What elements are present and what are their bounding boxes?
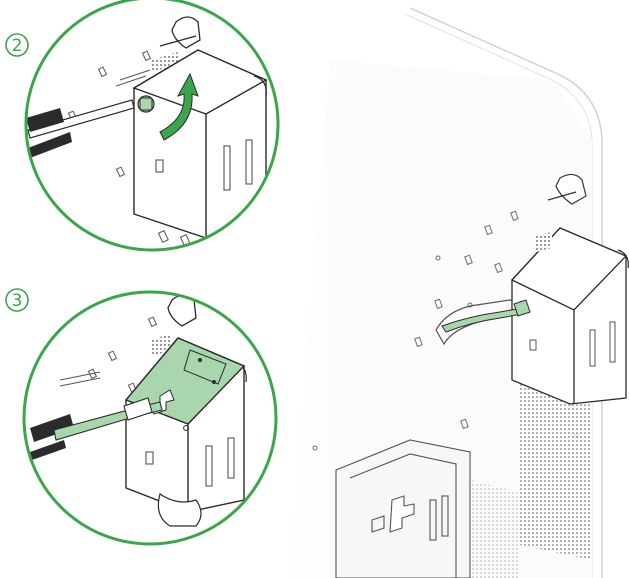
step-badge-3: 3 <box>5 288 29 312</box>
step-number-3: 3 <box>12 291 23 311</box>
curved-arrow-icon <box>159 72 199 141</box>
step-2-detail <box>24 0 280 252</box>
case-lower-bay <box>335 439 471 578</box>
case-vent-mesh-lower <box>470 480 520 578</box>
step-3-ring <box>22 290 278 546</box>
screw-icon <box>137 95 155 113</box>
step-number-2: 2 <box>12 36 23 56</box>
case-top-edge <box>409 7 603 578</box>
case-inner-edge <box>404 13 593 578</box>
case-vent-mesh-right <box>520 380 592 560</box>
step-3-detail <box>22 290 278 546</box>
module-box-main <box>510 227 629 405</box>
case-top-clip <box>555 173 587 205</box>
step-2-ring <box>24 0 280 252</box>
pc-case <box>270 7 629 578</box>
main-green-connector <box>513 299 531 317</box>
step-badge-2: 2 <box>5 33 29 57</box>
